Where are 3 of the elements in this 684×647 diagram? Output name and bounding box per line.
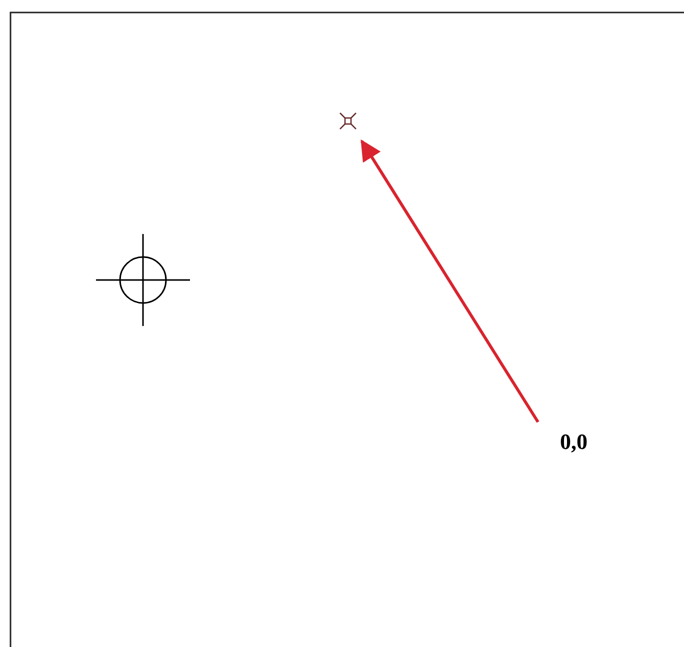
coordinate-label: 0,0 [560,428,588,453]
target-mark-icon [338,111,358,131]
arrow [360,139,540,423]
